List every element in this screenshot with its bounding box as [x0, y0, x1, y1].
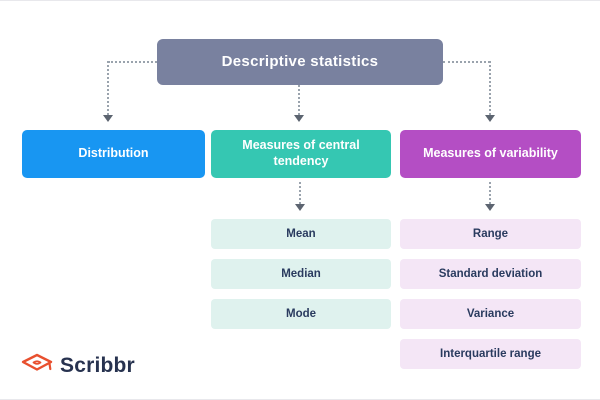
central-tendency-item-list: Mean Median Mode: [211, 219, 391, 329]
root-node-descriptive-statistics: Descriptive statistics: [157, 39, 443, 85]
branch-node-central-tendency: Measures of central tendency: [211, 130, 391, 178]
arrow-down-icon: [103, 115, 113, 122]
list-item-interquartile-range: Interquartile range: [400, 339, 581, 369]
arrow-down-icon: [295, 204, 305, 211]
scribbr-logo: Scribbr: [20, 351, 135, 381]
branch-node-distribution: Distribution: [22, 130, 205, 178]
connector-left-horizontal: [108, 61, 157, 63]
arrow-down-icon: [294, 115, 304, 122]
connector-middle-vertical: [298, 85, 300, 115]
list-item-mean: Mean: [211, 219, 391, 249]
arrow-down-icon: [485, 204, 495, 211]
connector-variability-items-vertical: [489, 182, 491, 204]
branch-node-variability: Measures of variability: [400, 130, 581, 178]
variability-item-list: Range Standard deviation Variance Interq…: [400, 219, 581, 369]
list-item-mode: Mode: [211, 299, 391, 329]
list-item-standard-deviation: Standard deviation: [400, 259, 581, 289]
arrow-down-icon: [485, 115, 495, 122]
logo-wordmark: Scribbr: [60, 354, 135, 377]
connector-right-horizontal: [443, 61, 490, 63]
connector-central-items-vertical: [299, 182, 301, 204]
list-item-variance: Variance: [400, 299, 581, 329]
list-item-range: Range: [400, 219, 581, 249]
graduation-cap-icon: [20, 351, 54, 381]
connector-right-vertical: [489, 61, 491, 115]
list-item-median: Median: [211, 259, 391, 289]
connector-left-vertical: [107, 61, 109, 115]
